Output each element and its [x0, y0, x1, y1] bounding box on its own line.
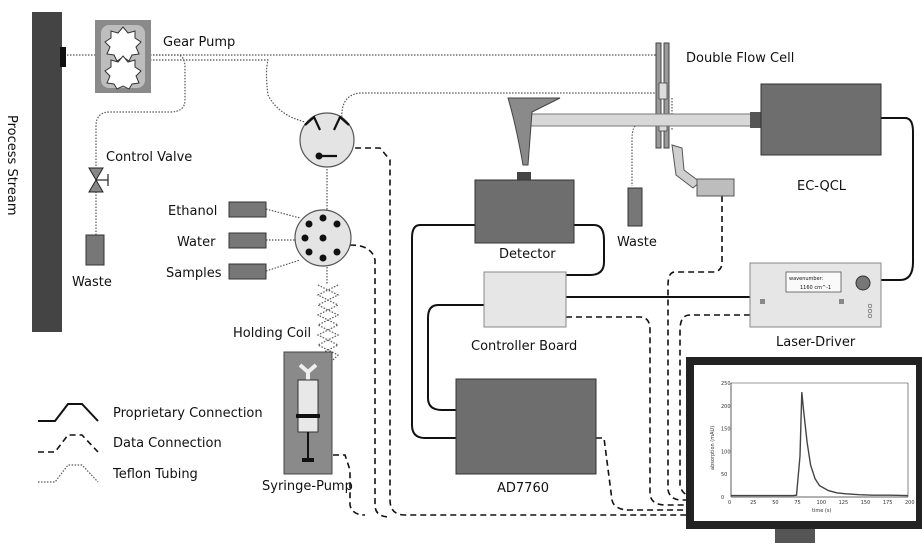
legend-teflon-swatch: [38, 464, 99, 483]
laser-driver-knob: [855, 275, 871, 291]
ad7760-body: [455, 378, 597, 475]
chart-x-tick-label: 25: [750, 500, 756, 506]
ec-qcl: EC-QCL: [760, 83, 882, 194]
chart-x-tick-label: 175: [883, 500, 893, 506]
teflon-tubing-lines: [64, 54, 673, 366]
gear-pump-label: Gear Pump: [163, 35, 235, 50]
chart-x-tick-label: 50: [772, 500, 778, 506]
monitor: 0 25 50 75 100 125 150 175 200 0 50 100 150 200 250 ti…: [686, 357, 922, 543]
chart-x-tick-label: 125: [839, 500, 849, 506]
mirror-block: [696, 178, 735, 197]
proprietary-connection-lines: [411, 117, 914, 439]
controller-board: Controller Board: [471, 271, 577, 354]
syringe-pump-label: Syringe-Pump: [262, 479, 353, 494]
control-valve-icon: [88, 167, 104, 181]
detector-label: Detector: [499, 247, 556, 262]
reservoirs: Ethanol Water Samples: [166, 201, 267, 281]
detector: Detector: [474, 97, 575, 262]
legend-teflon-label: Teflon Tubing: [112, 467, 198, 482]
ad7760: AD7760: [455, 378, 597, 496]
chart-series-line: [731, 392, 909, 497]
chart-x-tick-label: 200: [905, 500, 915, 506]
absorption-chart: 0 25 50 75 100 125 150 175 200 0 50 100 150 200 250 ti…: [710, 381, 915, 514]
water-label: Water: [177, 235, 216, 250]
control-valve-label: Control Valve: [106, 150, 192, 165]
switching-valve-body: [299, 112, 355, 168]
ec-qcl-body: [760, 83, 882, 156]
ethanol-label: Ethanol: [168, 204, 217, 219]
ec-qcl-label: EC-QCL: [797, 179, 847, 194]
beam-mirror: [671, 144, 735, 197]
samples-label: Samples: [166, 266, 222, 281]
laser-beam: [527, 112, 762, 128]
detector-body: [474, 179, 575, 244]
monitor-stand: [775, 529, 815, 543]
syringe-pump: Syringe-Pump: [262, 351, 353, 494]
double-flow-cell-label: Double Flow Cell: [686, 51, 794, 66]
chart-x-tick-label: 75: [794, 500, 800, 506]
gear-pump: Gear Pump: [95, 20, 235, 93]
controller-board-body: [483, 271, 567, 328]
chart-y-tick-label: 200: [721, 404, 731, 410]
laser-driver-display: [785, 271, 842, 293]
data-connection-lines: [326, 147, 750, 518]
chart-y-tick-label: 250: [721, 381, 731, 387]
waste-right-vessel: [627, 187, 643, 227]
waste-left-vessel: [85, 234, 105, 266]
chart-x-tick-label: 0: [728, 500, 731, 506]
waste-left-label: Waste: [72, 275, 112, 290]
reservoir-ethanol: [228, 201, 267, 218]
chart-y-tick-label: 100: [721, 449, 731, 455]
legend-data-swatch: [38, 434, 99, 453]
selection-valve: [294, 209, 352, 267]
waste-right: Waste: [617, 187, 657, 250]
legend: Proprietary Connection Data Connection T…: [38, 403, 263, 483]
laser-driver: wavenumber: 1160 cm^-1 Laser-Driver: [749, 262, 882, 350]
reservoir-samples: [228, 263, 267, 280]
waste-left: Waste: [72, 234, 112, 290]
chart-ylabel: absorption (mAU): [710, 426, 716, 470]
monitor-screen: [694, 365, 916, 521]
chart-x-tick-label: 100: [817, 500, 827, 506]
control-valve: Control Valve: [88, 150, 192, 193]
legend-proprietary-swatch: [38, 403, 99, 422]
chart-y-tick-label: 150: [721, 427, 731, 433]
legend-proprietary-label: Proprietary Connection: [113, 406, 263, 421]
process-stream-label: Process Stream: [4, 115, 19, 215]
gear-bottom-icon: [104, 55, 142, 90]
holding-coil-label: Holding Coil: [233, 326, 311, 341]
laser-driver-label: Laser-Driver: [776, 335, 856, 350]
controller-board-label: Controller Board: [471, 339, 577, 354]
chart-xlabel: time (s): [812, 508, 831, 514]
reservoir-water: [228, 232, 267, 249]
switching-valve: [299, 112, 355, 168]
process-stream-pipe: [32, 12, 62, 332]
waste-right-label: Waste: [617, 235, 657, 250]
detector-horn: [507, 97, 561, 166]
ad7760-label: AD7760: [497, 481, 549, 496]
legend-data-label: Data Connection: [113, 436, 222, 451]
chart-y-tick-label: 0: [721, 495, 724, 501]
laser-display-value: 1160 cm^-1: [800, 285, 831, 291]
chart-y-tick-label: 50: [721, 472, 727, 478]
process-stream-port: [60, 47, 66, 67]
chart-x-tick-label: 150: [861, 500, 871, 506]
laser-display-label: wavenumber:: [789, 276, 824, 282]
process-stream: Process Stream: [4, 12, 66, 332]
